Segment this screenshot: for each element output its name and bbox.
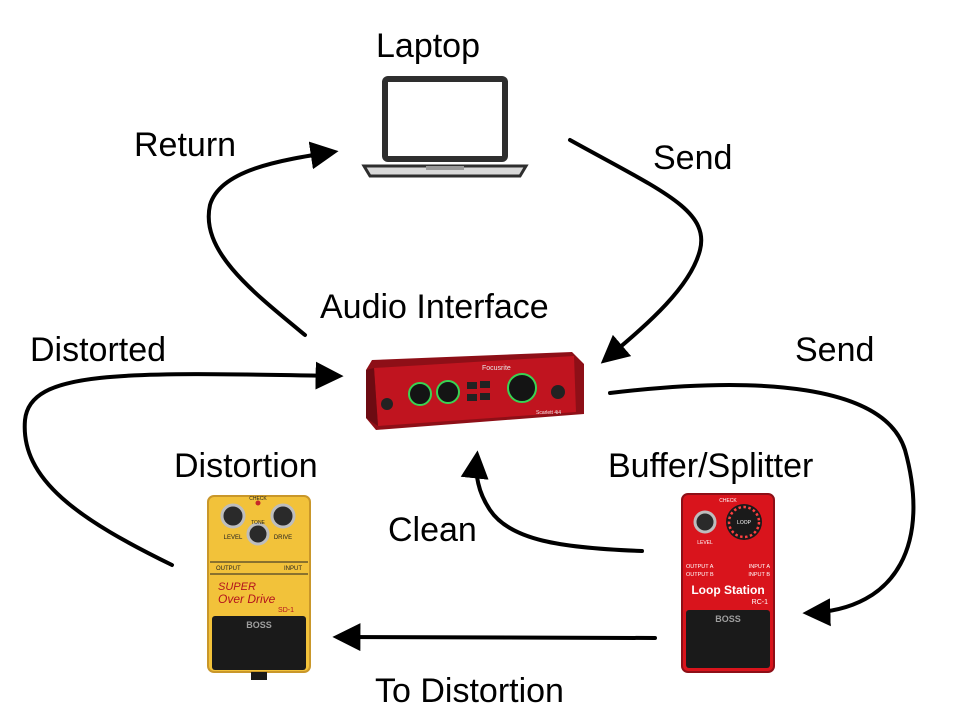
splitter-in-b-text: INPUT B (748, 572, 770, 578)
distortion-output-text: OUTPUT (216, 566, 241, 572)
interface-model-text: Scarlett 4i4 (536, 410, 561, 416)
distortion-level-text: LEVEL (224, 535, 243, 541)
arrow-interface-to-splitter (608, 383, 916, 627)
clean-edge-label: Clean (388, 511, 477, 549)
splitter-brand-text: BOSS (715, 614, 741, 624)
distortion-name-line2: Over Drive (218, 592, 276, 606)
send-to-splitter-edge-label: Send (795, 331, 875, 369)
arrow-distortion-to-interface (22, 361, 344, 567)
laptop-label: Laptop (376, 27, 480, 65)
distorted-edge-label: Distorted (30, 331, 167, 369)
distortion-tone-text: TONE (251, 520, 265, 526)
buffer-splitter-label: Buffer/Splitter (608, 447, 814, 485)
to-distortion-edge-label: To Distortion (375, 672, 564, 710)
distortion-check-text: CHECK (249, 496, 267, 502)
return-edge-label: Return (134, 126, 237, 164)
overdrive-pedal-icon: CHECK LEVEL TONE DRIVE OUTPUT INPUT SUPE… (207, 495, 311, 680)
loop-station-pedal-icon: LEVEL LOOP CHECK OUTPUT A OUTPUT B INPUT… (681, 493, 775, 673)
arrow-splitter-to-interface (460, 450, 644, 553)
splitter-out-b-text: OUTPUT B (686, 572, 714, 578)
splitter-name-text: Loop Station (691, 583, 764, 597)
arrow-laptop-to-interface (568, 138, 704, 364)
distortion-name-line1: SUPER (218, 581, 256, 593)
distortion-brand-text: BOSS (246, 620, 272, 630)
distortion-model-text: SD-1 (278, 607, 294, 614)
audio-interface-icon: Focusrite Scarlett 4i4 (366, 352, 584, 430)
splitter-out-a-text: OUTPUT A (686, 564, 714, 570)
arrow-interface-to-laptop (206, 141, 339, 337)
distortion-input-text: INPUT (284, 566, 302, 572)
audio-interface-label: Audio Interface (320, 288, 549, 326)
splitter-loop-text: LOOP (737, 520, 752, 526)
distortion-drive-text: DRIVE (274, 535, 292, 541)
laptop-icon (361, 76, 529, 178)
splitter-level-text: LEVEL (697, 540, 713, 546)
splitter-check-text: CHECK (719, 498, 737, 504)
send-to-interface-edge-label: Send (653, 139, 733, 177)
splitter-model-text: RC-1 (752, 599, 768, 606)
distortion-label: Distortion (174, 447, 318, 485)
interface-brand-text: Focusrite (482, 365, 511, 372)
splitter-in-a-text: INPUT A (749, 564, 771, 570)
arrow-splitter-to-distortion (332, 623, 657, 652)
